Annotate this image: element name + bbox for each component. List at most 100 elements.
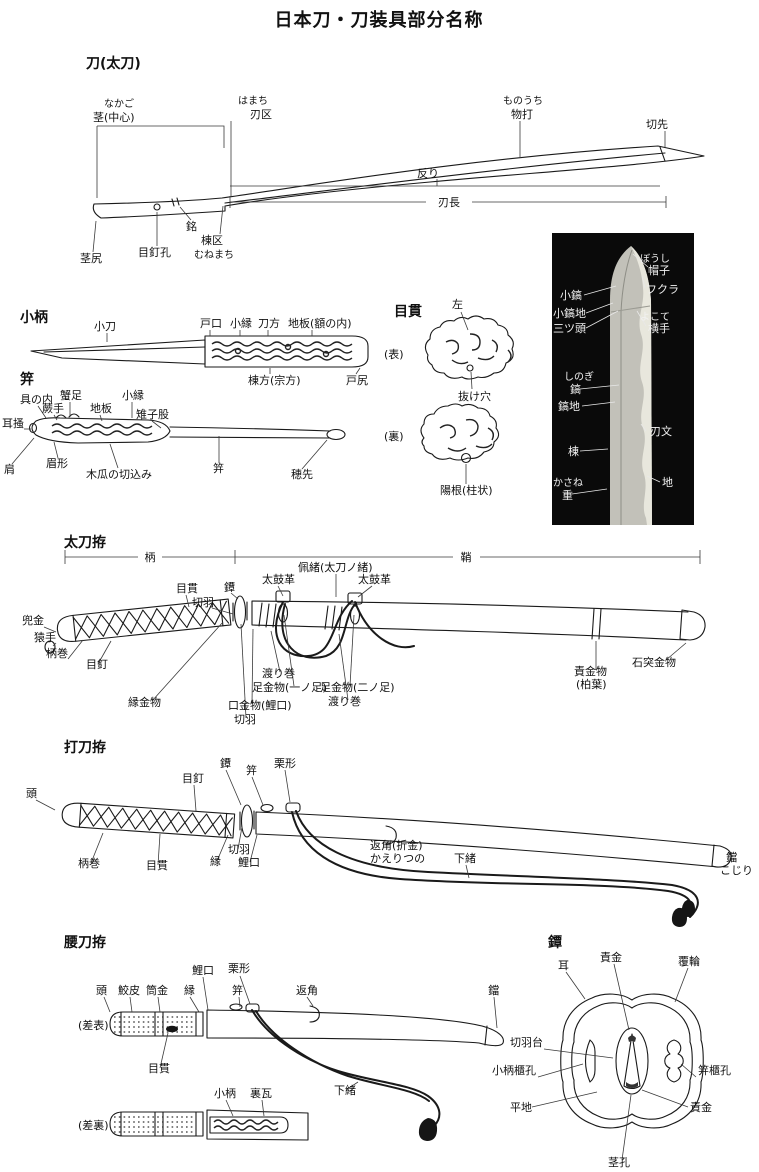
label-koshigatana-fuchi: 縁 (184, 983, 195, 997)
label-tachi-tsuka: 柄 (145, 551, 156, 564)
tachi-haio-straps (274, 600, 415, 659)
yokote-line (659, 146, 666, 162)
tachi-leader-lines (43, 574, 687, 719)
label-kasane-kana: かさね (553, 477, 583, 489)
label-watarimaki2: 渡り巻 (328, 694, 361, 708)
label-yokote: 横手 (648, 321, 670, 335)
kogai-earpick (28, 422, 38, 434)
kogai-handle (31, 417, 171, 444)
label-hiraji: 平地 (510, 1101, 532, 1114)
label-tsutsugane: 筒金 (146, 983, 168, 997)
label-kogatana: 小刀 (94, 320, 116, 333)
label-sashiomote: (差表) (78, 1018, 109, 1032)
koshigatana-kaerizuno (309, 1005, 320, 1023)
kogai-shaft (169, 426, 331, 439)
label-kaerizuno: 返角(折金) (370, 838, 423, 852)
label-uragawara: 裏瓦 (250, 1086, 272, 1100)
section-tsuba: 鐔 耳 責金 覆輪 切羽台 小柄櫃孔 笄櫃孔 平地 責金 茎孔 (492, 934, 731, 1169)
label-koshigatana-kojiri: 鐺 (488, 983, 499, 997)
uchigatana-heading: 打刀拵 (64, 739, 106, 756)
tachi-ashi2-ring (349, 605, 361, 625)
menuki-nukeana-hole (466, 364, 474, 372)
label-koshigatana-menuki: 目貫 (148, 1062, 170, 1075)
label-yokote-kana: よこて (640, 311, 670, 323)
label-nakago-kana: なかご (104, 97, 134, 110)
label-koshigatana-koiguchi: 鯉口 (192, 963, 214, 977)
tachi-saya-outline (251, 600, 689, 641)
label-fuchikanamono: 縁金物 (128, 695, 161, 709)
section-tip-panel: ぼうし 帽子 フクラ 小鎬 小鎬地 三ツ頭 よこて 横手 しのぎ 鎬 鎬地 棟 … (552, 233, 694, 525)
menuki-leader-lines (460, 311, 473, 484)
label-taikogawa1: 太鼓革 (262, 572, 295, 586)
label-haio: 佩緒(太刀ノ緒) (298, 560, 373, 574)
label-hosaki: 穂先 (291, 467, 313, 481)
label-nakagoana: 茎孔 (608, 1156, 630, 1169)
label-tachi-tsukamaki: 柄巻 (46, 647, 68, 660)
uchigatana-saya-outline (255, 811, 721, 868)
koshigatana-sageo-tassel (418, 1118, 438, 1141)
label-kogaihitsuana: 笄櫃孔 (698, 1063, 731, 1077)
label-kuchikanamono: 口金物(鯉口) (228, 698, 292, 712)
tsuba-art (560, 993, 704, 1129)
label-katanagata: 刀方 (258, 316, 280, 330)
label-hidari: 左 (452, 298, 463, 311)
koshigatana-sageo (251, 1009, 441, 1127)
label-nakago: 茎(中心) (93, 111, 135, 124)
label-kata: 肩 (4, 462, 15, 476)
tachi-ruler (64, 550, 701, 564)
koshigatana-menuki-ornament (166, 1025, 178, 1033)
label-shinogi-kana: しのぎ (564, 370, 594, 383)
label-tachi-seppa-upper: 切羽 (192, 596, 214, 609)
label-kissaki: 切先 (646, 118, 668, 131)
label-boshi: 帽子 (648, 264, 670, 277)
koshigatana-saya (206, 1009, 504, 1047)
label-koshigatana-kaerizuno: 返角 (296, 984, 318, 997)
kogai-art (28, 413, 346, 444)
label-tachi-tsuba: 鐔 (224, 580, 235, 594)
kogai-leader-lines (11, 402, 328, 470)
label-uchigatana-kashira: 頭 (26, 787, 37, 800)
tachi-seme-band (591, 608, 602, 640)
koshigatana-kogai-head (229, 1003, 243, 1011)
label-watarimaki1: 渡り巻 (262, 666, 295, 680)
section-kogai: 笄 具の内 耳搔 蟹足 蕨手 地板 小縁 雉子股 肩 眉形 木瓜の切込み 笄 穂… (2, 371, 346, 481)
label-kozuka-koberi: 小縁 (230, 316, 252, 330)
menuki-heading: 目貫 (394, 304, 422, 320)
section-tachi: 太刀拵 柄 鞘 (22, 534, 706, 726)
label-uchigatana-menuki: 目貫 (146, 859, 168, 872)
label-tachi-seppa-lower: 切羽 (234, 713, 256, 726)
label-munekata: 棟方(宗方) (248, 373, 301, 387)
tachi-art (44, 590, 706, 659)
label-hamachi-kana: はまち (238, 95, 268, 107)
menuki-ura-ornament (420, 403, 500, 461)
label-mune: 棟 (568, 444, 579, 458)
label-uchigatana-mekugi: 目釘 (182, 771, 204, 785)
page-title: 日本刀・刀装具部分名称 (275, 9, 484, 31)
label-fukurin: 覆輪 (678, 954, 700, 968)
label-taikogawa2: 太鼓革 (358, 572, 391, 586)
section-uchigatana: 打刀拵 頭 目釘 (26, 739, 753, 927)
kogai-tip (326, 428, 346, 441)
section-kozuka: 小柄 小刀 戸口 小縁 刀方 地板(額の内) 棟方(宗方) 戸尻 (20, 309, 369, 387)
label-mayugata: 眉形 (46, 457, 68, 470)
label-seppadai: 切羽台 (510, 1035, 543, 1049)
tachi-hilt (56, 598, 232, 643)
label-nukeana: 抜け穴 (458, 389, 491, 403)
label-uchigatana-fuchi: 縁 (210, 854, 221, 868)
koshigatana-leader-lines (103, 975, 498, 1117)
label-samegawa: 鮫皮 (118, 983, 140, 997)
tip-leader-lines (571, 253, 661, 495)
blade-outline (92, 145, 705, 219)
label-boshi-kana: ぼうし (640, 253, 670, 265)
label-shinogiji: 鎬地 (558, 399, 580, 413)
label-uchigatana-kojiri-kana: こじり (720, 864, 753, 877)
uchigatana-kurikata (285, 802, 301, 813)
blade-heading: 刀(太刀) (86, 55, 141, 72)
tsuba-sekigane-top (628, 1035, 636, 1042)
label-koshigatana-kashira: 頭 (96, 984, 107, 997)
label-kogai-koberi: 小縁 (122, 388, 144, 402)
label-uchigatana-tsukamaki: 柄巻 (78, 857, 100, 870)
label-kasane: 重 (562, 488, 573, 502)
